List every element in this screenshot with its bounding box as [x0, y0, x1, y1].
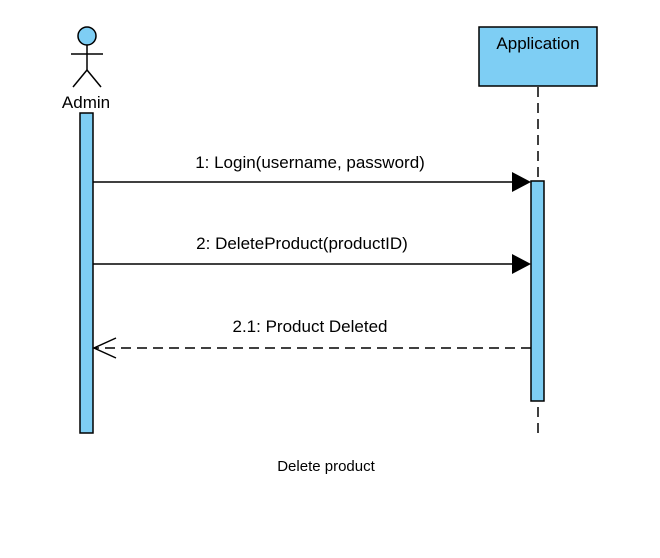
- actor-left-leg: [72, 69, 88, 88]
- participant-application-label: Application: [496, 34, 579, 53]
- participant-application-box: [478, 26, 598, 87]
- actor-admin-label: Admin: [62, 93, 110, 112]
- message-product-deleted-return[interactable]: 2.1: Product Deleted: [92, 317, 531, 359]
- actor-admin[interactable]: Admin: [62, 26, 110, 112]
- message-login[interactable]: 1: Login(username, password): [93, 153, 531, 192]
- actor-head: [77, 26, 97, 46]
- admin-activation-bar[interactable]: [79, 112, 94, 434]
- message-delete-product[interactable]: 2: DeleteProduct(productID): [93, 234, 531, 274]
- filled-arrowhead-icon: [512, 254, 531, 274]
- message-label: 1: Login(username, password): [195, 153, 425, 172]
- participant-application[interactable]: Application: [478, 26, 598, 87]
- actor-right-leg: [86, 69, 102, 88]
- diagram-caption: Delete product: [277, 458, 375, 475]
- message-label: 2: DeleteProduct(productID): [196, 234, 408, 253]
- message-label: 2.1: Product Deleted: [233, 317, 388, 336]
- filled-arrowhead-icon: [512, 172, 531, 192]
- application-activation-bar[interactable]: [530, 180, 545, 402]
- open-arrowhead-icon: [92, 337, 117, 359]
